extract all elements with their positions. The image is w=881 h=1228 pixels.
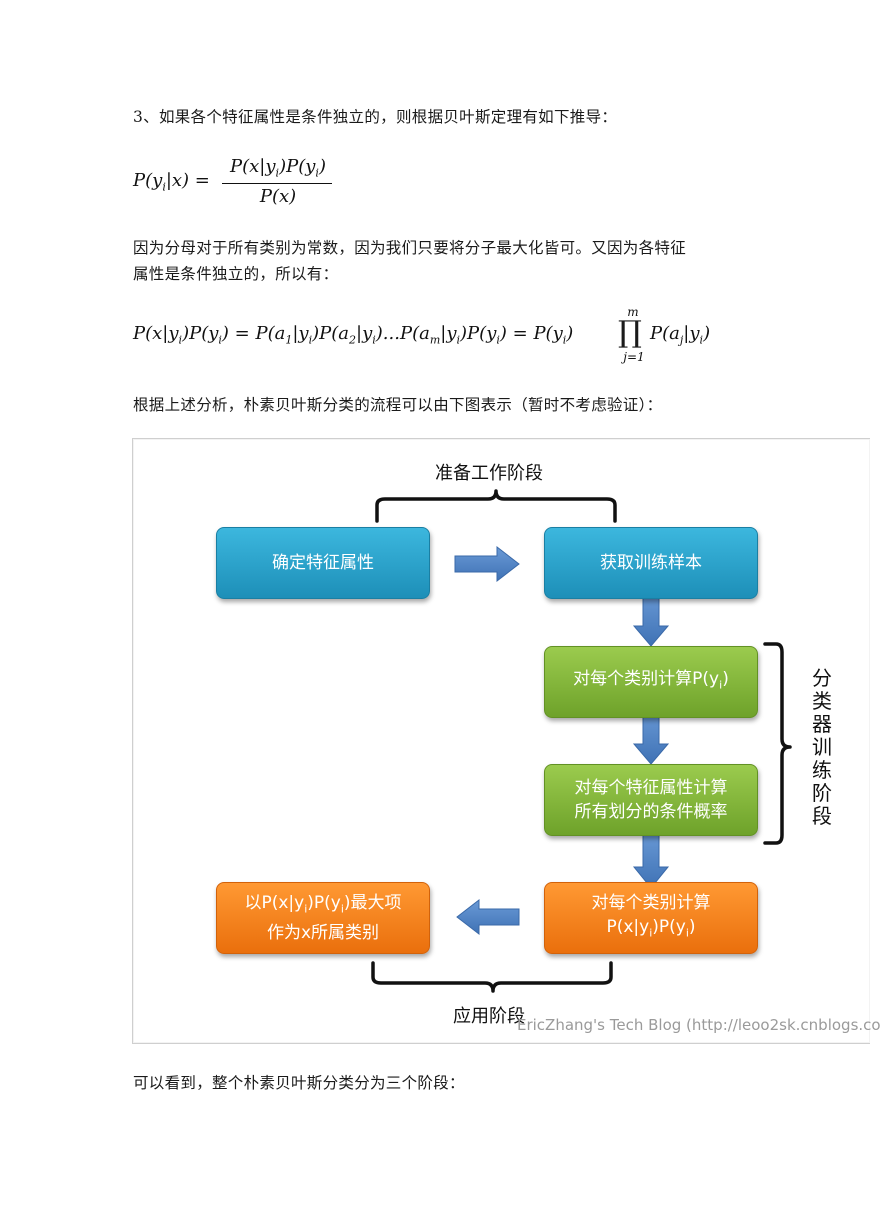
arrow-right <box>454 545 520 583</box>
arrow-down-1 <box>632 590 670 647</box>
formula-product-lower: j=1 <box>623 350 645 364</box>
formula-bayes-numerator: P(x|yi)P(yi) <box>230 156 326 180</box>
brace-prep <box>375 489 617 523</box>
stage-label-apply: 应用阶段 <box>453 1006 525 1027</box>
step-compute-conditional-prob: 对每个特征属性计算 所有划分的条件概率 <box>544 764 758 836</box>
paragraph-intro: 3、如果各个特征属性是条件独立的，则根据贝叶斯定理有如下推导： <box>133 108 618 126</box>
step-get-training-samples-label: 获取训练样本 <box>600 553 702 573</box>
step-compute-conditional-prob-line1: 对每个特征属性计算 <box>574 778 728 798</box>
formula-independence-main: P(x|yi)P(yi) = P(a1|yi)P(a2|yi)...P(am|y… <box>133 323 574 347</box>
arrow-down-3 <box>632 830 670 889</box>
step-get-training-samples: 获取训练样本 <box>544 527 758 599</box>
product-symbol: ∏ <box>618 315 642 350</box>
naive-bayes-flow-diagram: 准备工作阶段 分类器训练阶段 应用阶段 确定特征属性 获取训练样本 对每个类别计… <box>132 438 881 1044</box>
formula-fraction-line <box>222 183 332 185</box>
step-compute-class-prior: 对每个类别计算P(yi) <box>544 646 758 718</box>
formula-independence-tail: P(aj|yi) <box>650 323 711 347</box>
step-compute-class-prior-label: 对每个类别计算P(yi) <box>573 668 729 692</box>
step-compute-conditional-prob-line2: 所有划分的条件概率 <box>574 802 728 822</box>
step-compute-posterior: 对每个类别计算 P(x|yi)P(yi) <box>544 882 758 954</box>
step-select-max-class-line2: 作为x所属类别 <box>266 923 380 944</box>
diagram-connectors <box>371 489 792 993</box>
step-select-max-class: 以P(x|yi)P(yi)最大项 作为x所属类别 <box>216 882 430 954</box>
formula-bayes-lhs: P(yi|x) = <box>133 170 210 194</box>
brace-train <box>763 642 792 845</box>
stage-label-prep: 准备工作阶段 <box>435 463 543 484</box>
paragraph-flow-intro: 根据上述分析，朴素贝叶斯分类的流程可以由下图表示（暂时不考虑验证）： <box>133 396 663 414</box>
watermark-text: EricZhang's Tech Blog (http://leoo2sk.cn… <box>517 1016 881 1034</box>
formula-bayes-denominator: P(x) <box>259 186 297 207</box>
step-determine-features-label: 确定特征属性 <box>272 553 374 573</box>
step-determine-features: 确定特征属性 <box>216 527 430 599</box>
brace-apply <box>371 961 613 993</box>
paragraph-three-stages: 可以看到，整个朴素贝叶斯分类分为三个阶段： <box>133 1074 465 1092</box>
arrow-left <box>456 898 520 936</box>
formula-product-upper: m <box>627 305 639 319</box>
paragraph-denominator-line2: 属性是条件独立的，所以有： <box>133 265 339 283</box>
paragraph-denominator-line1: 因为分母对于所有类别为常数，因为我们只要将分子最大化皆可。又因为各特征 <box>133 239 687 257</box>
step-select-max-class-line1: 以P(x|yi)P(yi)最大项 <box>244 892 402 916</box>
step-compute-posterior-line1: 对每个类别计算 <box>591 892 711 913</box>
stage-label-train: 分类器训练阶段 <box>812 666 832 828</box>
step-compute-posterior-line2: P(x|yi)P(yi) <box>606 916 696 940</box>
